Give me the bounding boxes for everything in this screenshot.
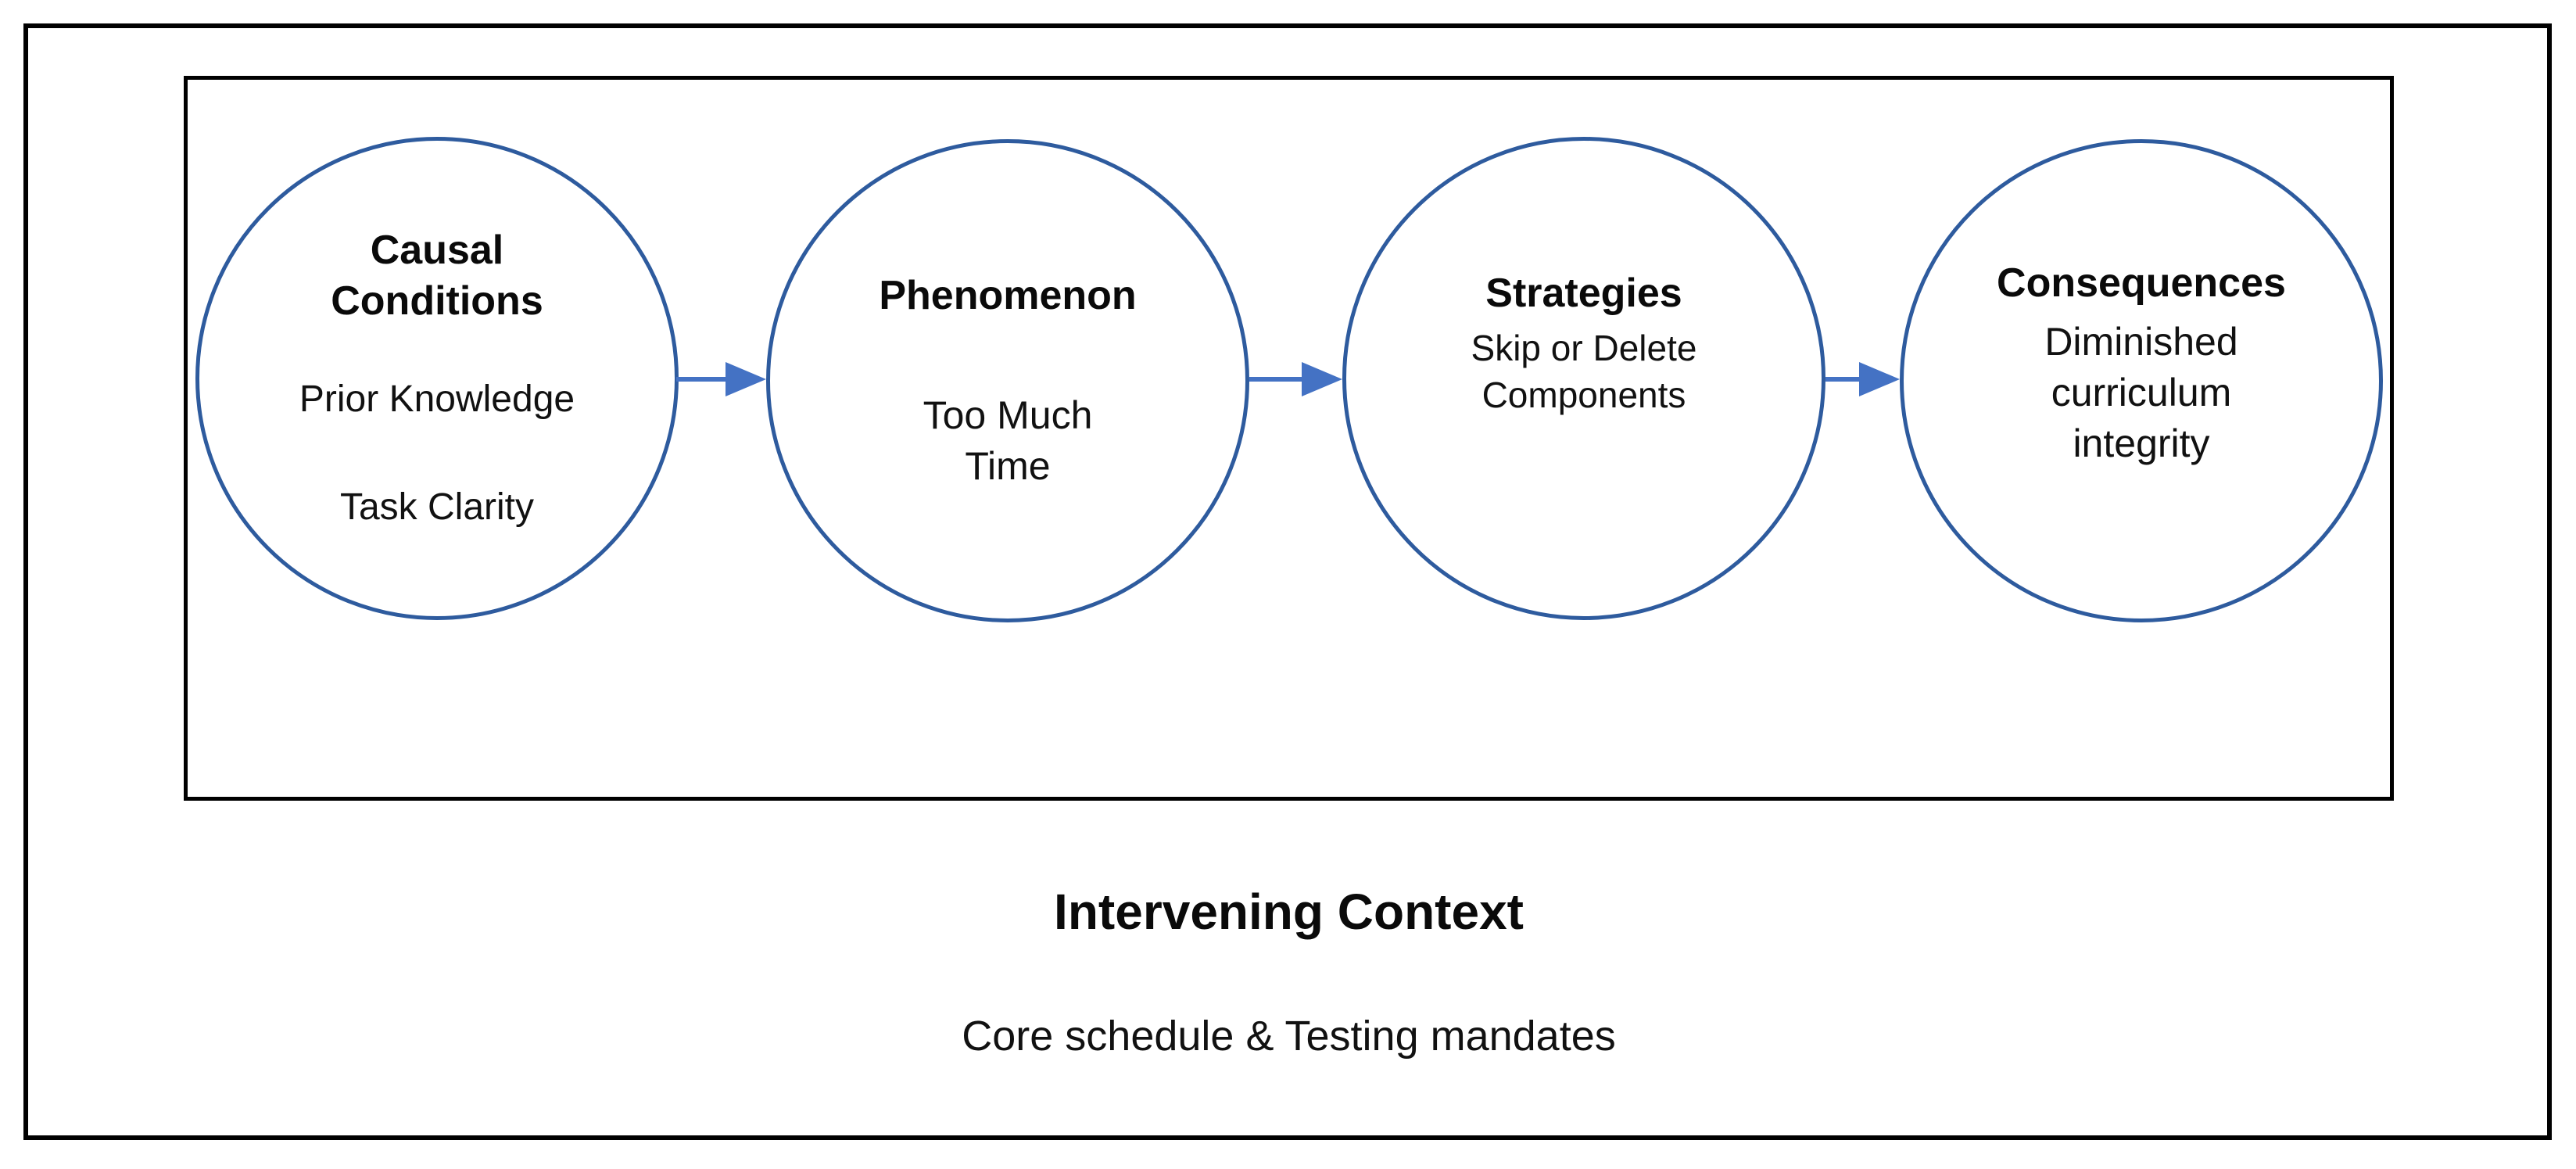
node-title: Causal Conditions xyxy=(331,227,543,324)
arrow-right-icon xyxy=(1249,362,1342,396)
arrow-head xyxy=(726,362,766,396)
node-title: Phenomenon xyxy=(879,272,1137,318)
node-consequences: Consequences Diminished curriculum integ… xyxy=(1900,139,2383,622)
node-item: Task Clarity xyxy=(339,486,535,528)
node-item: Diminished curriculum integrity xyxy=(2044,320,2238,465)
arrow-right-icon xyxy=(1825,362,1900,396)
node-phenomenon: Phenomenon Too Much Time xyxy=(766,139,1249,622)
node-item: Too Much Time xyxy=(923,393,1093,488)
arrow-right-icon xyxy=(676,362,766,396)
arrow-shaft xyxy=(1249,377,1316,382)
arrow-shaft xyxy=(676,377,740,382)
node-title: Consequences xyxy=(1997,260,2286,306)
intervening-context-block: Intervening Context Core schedule & Test… xyxy=(184,882,2394,1062)
arrow-head xyxy=(1859,362,1900,396)
intervening-context-subtitle: Core schedule & Testing mandates xyxy=(962,1012,1616,1060)
intervening-context-title: Intervening Context xyxy=(1054,884,1524,940)
node-causal-conditions: Causal Conditions Prior Knowledge Task C… xyxy=(195,137,679,620)
node-item: Prior Knowledge xyxy=(299,378,575,420)
arrow-shaft xyxy=(1825,377,1873,382)
node-strategies: Strategies Skip or Delete Components xyxy=(1342,137,1825,620)
node-title: Strategies xyxy=(1485,270,1682,316)
arrow-head xyxy=(1302,362,1342,396)
node-item: Skip or Delete Components xyxy=(1471,327,1697,415)
